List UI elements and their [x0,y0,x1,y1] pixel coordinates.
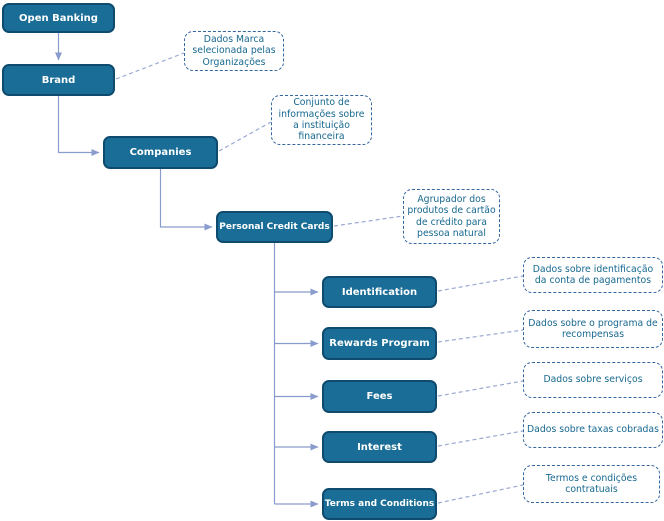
connector-brand-companies [57,96,100,156]
callout-rewards-note: Dados sobre o programa de recompensas [523,310,663,348]
callout-fees-note: Dados sobre serviços [523,362,663,398]
callout-pcc-note: Agrupador dos produtos de cartão de créd… [403,189,500,244]
node-brand: Brand [2,64,115,96]
node-companies: Companies [103,136,218,169]
callout-terms-note: Termos e condições contratuais [523,465,660,503]
callout-identification-note: Dados sobre identificação da conta de pa… [523,257,663,293]
callout-interest-note: Dados sobre taxas cobradas [523,412,663,448]
node-terms-and-conditions: Terms and Conditions [322,488,437,520]
connector-companies-pcc [159,169,213,231]
node-fees: Fees [322,380,437,413]
connector-interest-note [437,430,524,447]
connector-rewards-note [437,329,524,343]
callout-brand-note: Dados Marca selecionada pelas Organizaçõ… [184,31,284,71]
connector-pcc-note [333,215,404,227]
node-identification: Identification [322,276,437,308]
connector-identification-note [437,275,524,292]
connector-fees-note [437,380,524,397]
connector-companies-note [218,121,272,152]
connector-brand-note [115,52,185,80]
node-open-banking: Open Banking [2,3,115,33]
node-personal-credit-cards: Personal Credit Cards [216,211,333,243]
node-rewards-program: Rewards Program [322,327,437,360]
callout-companies-note: Conjunto de informações sobre a institui… [271,95,372,145]
connector-terms-note [437,484,524,504]
node-interest: Interest [322,431,437,463]
